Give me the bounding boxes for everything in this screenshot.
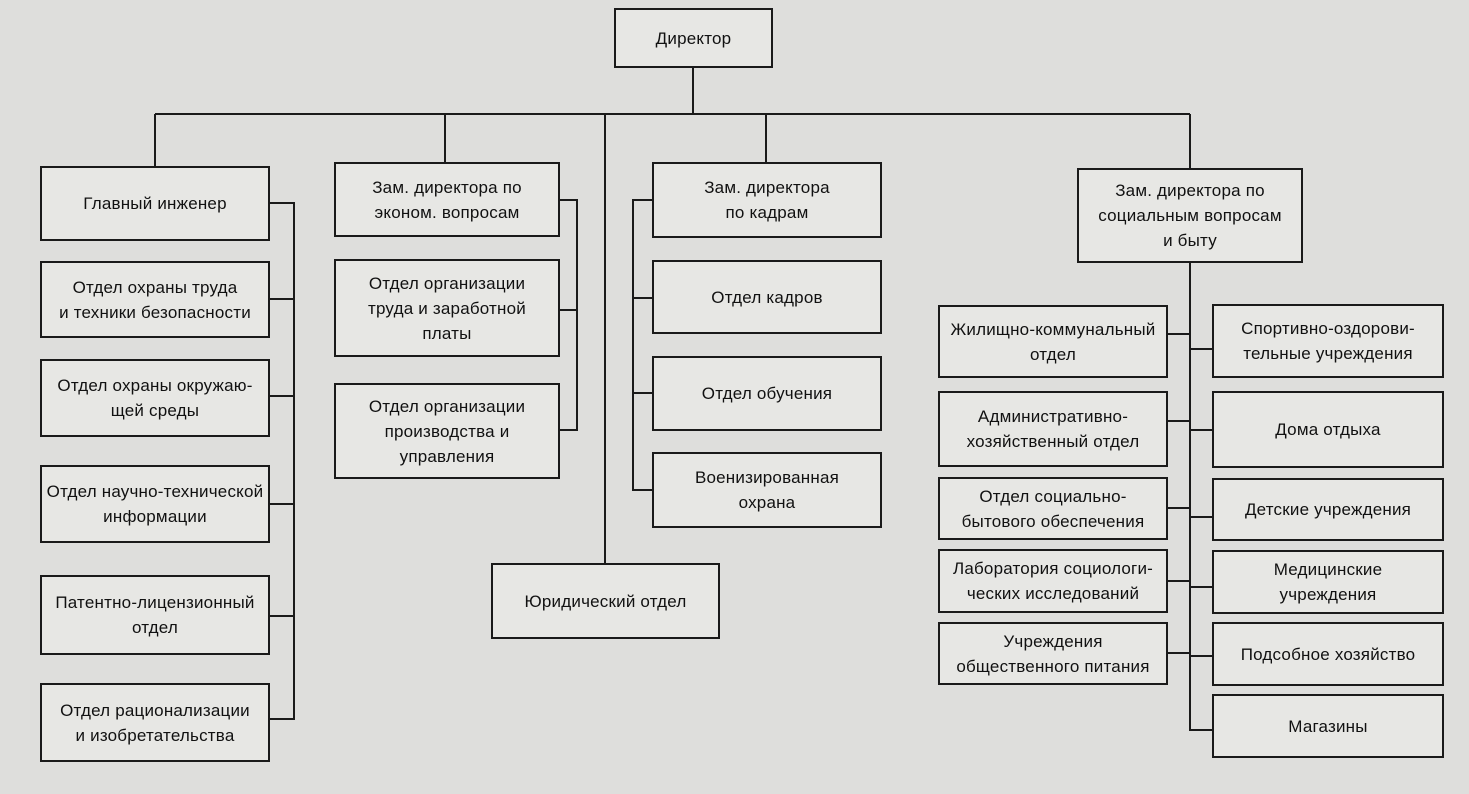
social-right-unit-box: Медицинские учреждения xyxy=(1212,550,1444,614)
social-right-unit-label: Дома отдыха xyxy=(1275,420,1381,439)
chief-unit-box: Отдел охраны окружаю- щей среды xyxy=(40,359,270,437)
social-left-unit-label: Административно- хозяйственный отдел xyxy=(966,407,1140,451)
connector-personnel-bracket xyxy=(632,199,652,491)
connector-chief-bracket xyxy=(268,202,295,720)
social-left-unit-box: Лаборатория социологи- ческих исследован… xyxy=(938,549,1168,613)
chief-unit-label: Отдел охраны труда и техники безопасност… xyxy=(59,277,251,322)
social-left-unit-label: Жилищно-коммунальный отдел xyxy=(950,319,1156,364)
social-left-unit-box: Жилищно-коммунальный отдел xyxy=(938,305,1168,378)
social-left-unit-label: Учреждения общественного питания xyxy=(956,631,1150,676)
social-right-unit-label: Медицинские учреждения xyxy=(1273,560,1383,604)
chief-unit-box: Отдел научно-технической информации xyxy=(40,465,270,543)
deputy-social-box: Зам. директора по социальным вопросам и … xyxy=(1077,168,1303,263)
director-label: Директор xyxy=(655,28,732,48)
social-right-unit-box: Подсобное хозяйство xyxy=(1212,622,1444,686)
social-left-unit-label: Лаборатория социологи- ческих исследован… xyxy=(952,559,1154,603)
director-box: Директор xyxy=(614,8,773,68)
chief-unit-label: Патентно-лицензионный отдел xyxy=(55,593,255,637)
personnel-unit-label: Военизированная охрана xyxy=(694,468,840,512)
deputy-social-label: Зам. директора по социальным вопросам и … xyxy=(1098,181,1282,250)
chief-unit-label: Отдел охраны окружаю- щей среды xyxy=(57,376,253,420)
personnel-unit-box: Отдел обучения xyxy=(652,356,882,431)
social-right-unit-label: Подсобное хозяйство xyxy=(1240,644,1416,664)
chief-unit-label: Отдел научно-технической информации xyxy=(46,482,264,526)
social-right-unit-box: Детские учреждения xyxy=(1212,478,1444,541)
chief-engineer-box: Главный инженер xyxy=(40,166,270,241)
chief-engineer-label: Главный инженер xyxy=(83,194,227,213)
social-right-unit-label: Спортивно-оздорови- тельные учреждения xyxy=(1241,319,1415,363)
legal-label: Юридический отдел xyxy=(524,591,687,611)
social-right-unit-box: Спортивно-оздорови- тельные учреждения xyxy=(1212,304,1444,378)
chief-unit-box: Отдел охраны труда и техники безопасност… xyxy=(40,261,270,338)
economic-unit-label: Отдел организации производства и управле… xyxy=(368,396,526,466)
legal-box: Юридический отдел xyxy=(491,563,720,639)
social-left-unit-label: Отдел социально- бытового обеспечения xyxy=(961,486,1145,531)
deputy-personnel-label: Зам. директора по кадрам xyxy=(704,178,830,222)
chief-unit-box: Патентно-лицензионный отдел xyxy=(40,575,270,655)
social-right-unit-label: Детские учреждения xyxy=(1244,500,1412,519)
personnel-unit-label: Отдел обучения xyxy=(701,384,833,403)
personnel-unit-box: Отдел кадров xyxy=(652,260,882,334)
personnel-unit-label: Отдел кадров xyxy=(711,287,823,307)
chief-unit-label: Отдел рационализации и изобретательства xyxy=(60,700,250,745)
chief-unit-box: Отдел рационализации и изобретательства xyxy=(40,683,270,762)
deputy-personnel-box: Зам. директора по кадрам xyxy=(652,162,882,238)
deputy-economic-label: Зам. директора по эконом. вопросам xyxy=(372,177,522,222)
economic-unit-label: Отдел организации труда и заработной пла… xyxy=(367,273,526,343)
social-right-unit-label: Магазины xyxy=(1288,716,1368,736)
social-right-unit-box: Дома отдыха xyxy=(1212,391,1444,468)
personnel-unit-box: Военизированная охрана xyxy=(652,452,882,528)
connector-social-spine xyxy=(1189,263,1212,731)
economic-unit-box: Отдел организации производства и управле… xyxy=(334,383,560,479)
social-left-unit-box: Отдел социально- бытового обеспечения xyxy=(938,477,1168,540)
economic-unit-box: Отдел организации труда и заработной пла… xyxy=(334,259,560,357)
deputy-economic-box: Зам. директора по эконом. вопросам xyxy=(334,162,560,237)
social-right-unit-box: Магазины xyxy=(1212,694,1444,758)
social-left-unit-box: Учреждения общественного питания xyxy=(938,622,1168,685)
connector-economic-bracket xyxy=(560,199,578,431)
social-left-unit-box: Административно- хозяйственный отдел xyxy=(938,391,1168,467)
